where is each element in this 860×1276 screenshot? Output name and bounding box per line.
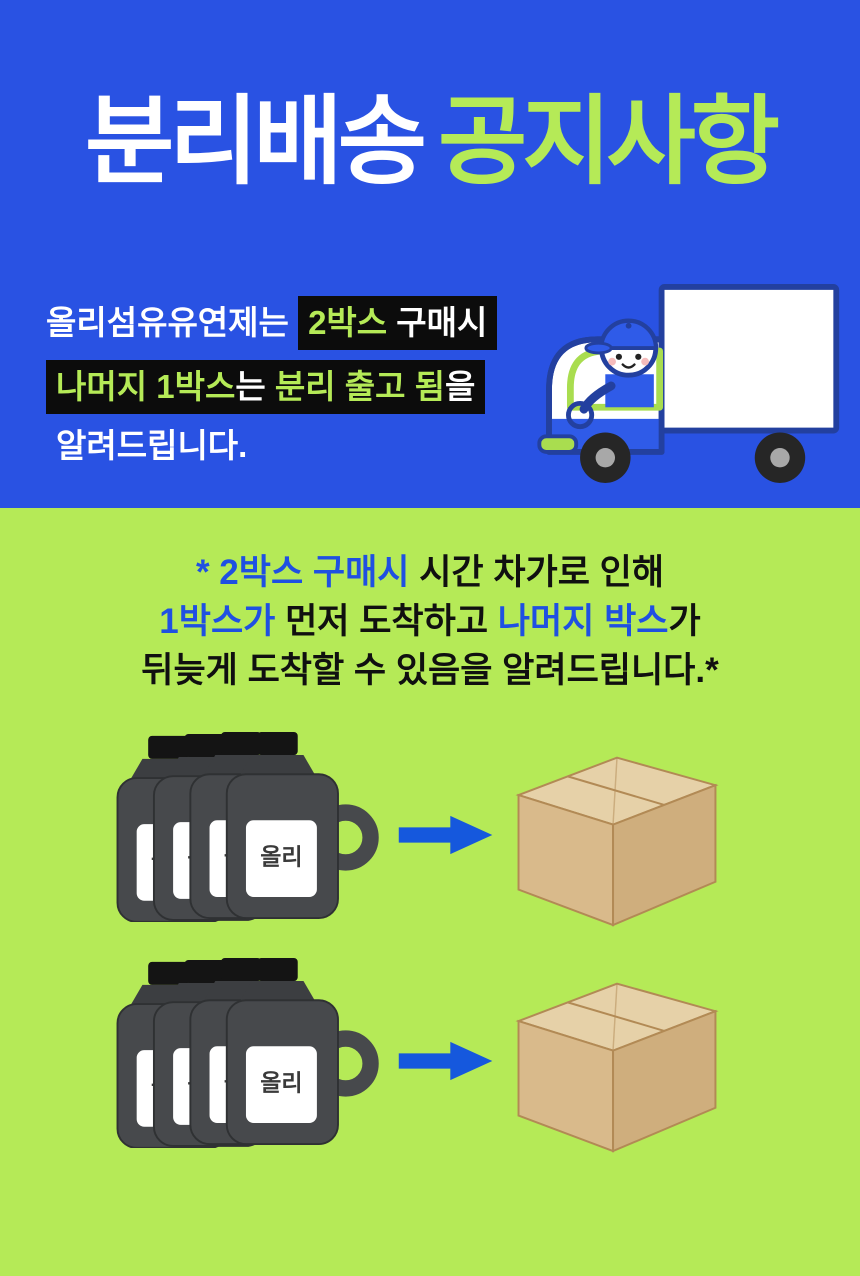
delivery-truck-illustration [537, 284, 840, 483]
shipping-notice-text: 올리섬유유연제는 2박스 구매시 나머지 1박스는 분리 출고 됨을 알려드립니… [46, 296, 498, 478]
notice-line1-plain: 올리섬유유연제는 [46, 304, 299, 341]
caption-line-1: * 2박스 구매시 시간 차가로 인해 [196, 553, 664, 592]
arrow-right-icon [398, 1041, 493, 1081]
caption-line2-black-a: 먼저 도착하고 [275, 602, 498, 641]
delivery-row-2: 올리 올리 올리 올리 [0, 956, 860, 1161]
notice-line-1: 올리섬유유연제는 2박스 구매시 [46, 296, 498, 350]
title-part-white: 분리배송 [85, 87, 427, 196]
notice-line2-green-a: 나머지 1박스 [56, 368, 236, 405]
arrow-right-icon [398, 815, 493, 855]
delivery-row-1: 올리 올리 올리 올리 [0, 730, 860, 935]
caption-line-2: 1박스가 먼저 도착하고 나머지 박스가 [159, 602, 700, 641]
svg-text:올리: 올리 [260, 1069, 302, 1095]
caption-line-3: 뒤늦게 도착할 수 있음을 알려드립니다.* [141, 651, 719, 690]
notice-line1-highlight: 2박스 구매시 [298, 296, 498, 350]
title-part-green: 공지사항 [438, 87, 780, 196]
caption-line1-blue: * 2박스 구매시 [195, 553, 410, 592]
notice-line2-white-a: 는 [235, 368, 275, 405]
notice-line-2: 나머지 1박스는 분리 출고 됨을 [46, 360, 497, 414]
notice-line2-white-b: 을 [445, 368, 476, 405]
shipping-caption: * 2박스 구매시 시간 차가로 인해 1박스가 먼저 도착하고 나머지 박스가… [0, 548, 860, 695]
notice-line1-highlight-green: 2박스 [308, 304, 388, 341]
detergent-bottles-group-2: 올리 올리 올리 올리 [116, 958, 379, 1148]
cardboard-box-2 [515, 982, 719, 1153]
caption-line2-blue-a: 1박스가 [159, 602, 276, 641]
caption-line1-black: 시간 차가로 인해 [409, 553, 665, 592]
caption-line2-blue-b: 나머지 박스 [497, 602, 669, 641]
notice-line-3: 알려드립니다. [46, 424, 497, 468]
notice-line1-highlight-white: 구매시 [387, 304, 488, 341]
driver-cap [599, 318, 658, 351]
notice-line3-text: 알려드립니다. [56, 427, 248, 464]
svg-text:올리: 올리 [260, 843, 302, 869]
driver-overalls [605, 374, 654, 408]
detergent-bottles-group-1: 올리 올리 올리 올리 [116, 732, 379, 922]
caption-line2-black-b: 가 [668, 602, 701, 641]
cardboard-box-1 [515, 756, 719, 927]
notice-line2-green-b: 분리 출고 됨 [274, 368, 445, 405]
notice-line2-highlight: 나머지 1박스는 분리 출고 됨을 [46, 360, 486, 414]
